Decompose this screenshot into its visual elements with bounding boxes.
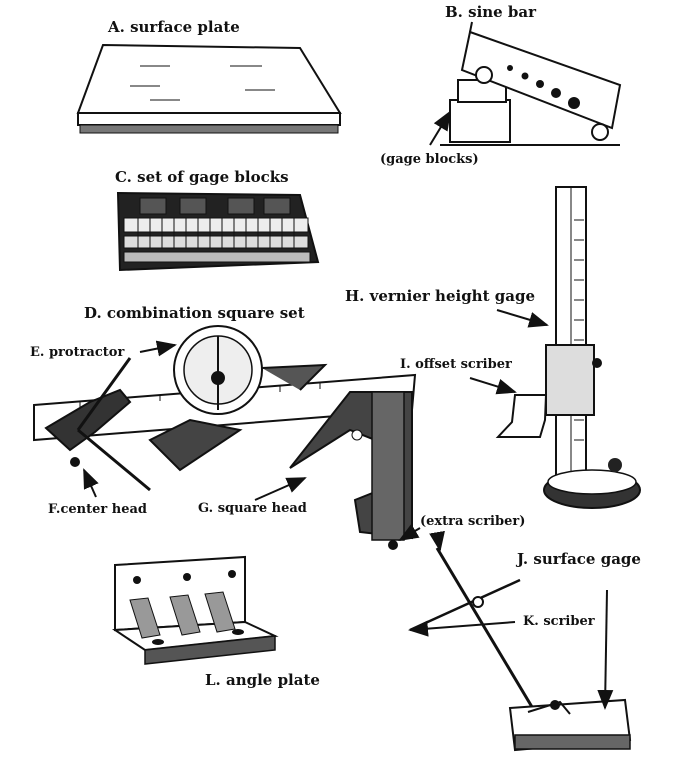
angle-plate-drawing — [111, 555, 279, 665]
combination-square-drawing — [33, 325, 417, 550]
label-center-head: F.center head — [48, 502, 147, 517]
label-surface-plate: A. surface plate — [108, 18, 240, 36]
label-square-head: G. square head — [198, 501, 307, 516]
label-gage-blocks-note: (gage blocks) — [380, 152, 479, 167]
label-offset-scriber: I. offset scriber — [400, 357, 512, 372]
label-surface-gage: J. surface gage — [517, 550, 641, 568]
sine-bar-drawing — [429, 21, 622, 146]
surface-plate-drawing — [76, 43, 342, 134]
height-gage-drawing — [495, 186, 641, 509]
label-vernier-height-gage: H. vernier height gage — [345, 287, 535, 305]
label-gage-block-set: C. set of gage blocks — [115, 168, 289, 186]
gage-block-set-drawing — [116, 191, 320, 272]
label-angle-plate: L. angle plate — [205, 671, 320, 689]
label-extra-scriber: (extra scriber) — [420, 514, 526, 529]
label-sine-bar: B. sine bar — [445, 3, 537, 21]
surface-gage-drawing — [409, 547, 632, 752]
label-arrows — [83, 309, 549, 637]
label-scriber: K. scriber — [523, 614, 595, 629]
label-protractor: E. protractor — [30, 345, 125, 360]
label-combination-square-set: D. combination square set — [84, 304, 305, 322]
